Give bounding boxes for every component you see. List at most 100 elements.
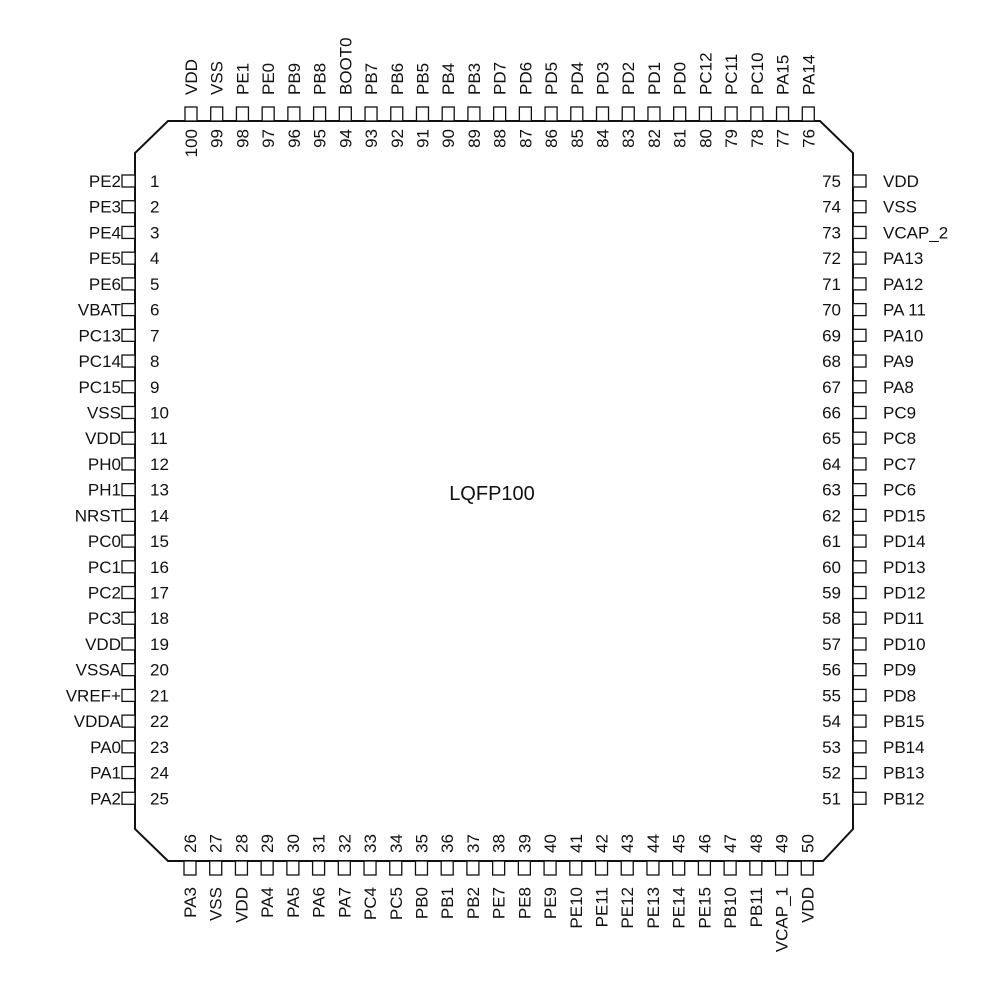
pin-number-label: 75 <box>822 172 841 191</box>
pin-number-label: 99 <box>208 129 227 148</box>
pin-pad <box>183 860 197 876</box>
pin-number-label: 36 <box>438 834 457 853</box>
pin-name-label: PB3 <box>465 63 484 95</box>
pin-pad <box>852 560 867 574</box>
pin-pad <box>121 380 136 394</box>
pin-pad <box>121 277 136 291</box>
pin-number-label: 17 <box>150 584 169 603</box>
pin-pad <box>121 354 136 368</box>
pin-name-label: PC14 <box>78 352 121 371</box>
pin-name-label: PA4 <box>258 887 277 918</box>
pin-number-label: 88 <box>491 129 510 148</box>
pin-pad <box>517 860 532 876</box>
pin-number-label: 68 <box>822 352 841 371</box>
pin-pad <box>234 860 249 876</box>
pin-number-label: 59 <box>822 584 841 603</box>
pin-pad <box>852 302 867 317</box>
pin-pad <box>121 611 136 625</box>
pin-pad <box>121 431 136 445</box>
pin-89: PB3 89 <box>465 63 484 148</box>
pin-name-label: PC15 <box>78 378 121 397</box>
pin-number-label: 24 <box>150 764 169 783</box>
pin-name-label: VSSA <box>76 661 122 680</box>
pin-name-label: PE8 <box>515 887 534 919</box>
pin-number-label: 89 <box>465 129 484 148</box>
pin-name-label: PE9 <box>541 887 560 919</box>
pin-number-label: 38 <box>490 834 509 853</box>
pin-name-label: PD13 <box>883 558 926 577</box>
pin-name-label: PD10 <box>883 635 926 654</box>
pin-pad <box>852 380 867 394</box>
pin-pad <box>852 354 867 368</box>
pin-number-label: 82 <box>645 129 664 148</box>
pin-name-label: PA12 <box>883 275 923 294</box>
pin-24: PA1 24 <box>90 764 169 783</box>
pin-pad <box>852 688 867 703</box>
pin-pad <box>852 328 867 342</box>
pin-pad <box>121 740 136 754</box>
pin-name-label: PD9 <box>883 661 916 680</box>
pin-name-label: PE4 <box>89 223 121 242</box>
pin-name-label: PB0 <box>412 887 431 919</box>
pin-number-label: 72 <box>822 249 841 268</box>
pin-number-label: 29 <box>258 834 277 853</box>
pin-name-label: VDD <box>182 59 201 95</box>
pin-number-label: 64 <box>822 455 841 474</box>
pin-name-label: PA13 <box>883 249 923 268</box>
pin-number-label: 84 <box>594 129 613 148</box>
pin-number-label: 7 <box>150 326 159 345</box>
pin-number-label: 15 <box>150 532 169 551</box>
pin-number-label: 3 <box>150 223 159 242</box>
pin-name-label: PD8 <box>883 686 916 705</box>
pin-number-label: 50 <box>798 834 817 853</box>
pin-number-label: 14 <box>150 506 169 525</box>
pin-name-label: PB7 <box>362 63 381 95</box>
pin-name-label: PH1 <box>88 481 121 500</box>
pin-number-label: 33 <box>361 834 380 853</box>
pin-name-label: PC8 <box>883 429 916 448</box>
pin-name-label: VDD <box>85 429 121 448</box>
pin-pad <box>852 663 867 677</box>
pin-number-label: 70 <box>822 301 841 320</box>
pin-pad <box>852 585 867 600</box>
pin-pad <box>121 328 136 342</box>
pin-name-label: PA1 <box>90 764 121 783</box>
pin-pad <box>121 663 136 677</box>
pin-number-label: 65 <box>822 429 841 448</box>
pin-pad <box>697 860 712 876</box>
pin-name-label: PD4 <box>568 62 587 95</box>
pin-name-label: PB8 <box>311 63 330 95</box>
pin-pad <box>121 302 136 317</box>
pin-name-label: PA 11 <box>883 301 926 320</box>
pin-number-label: 76 <box>799 129 818 148</box>
pin-number-label: 6 <box>150 301 159 320</box>
